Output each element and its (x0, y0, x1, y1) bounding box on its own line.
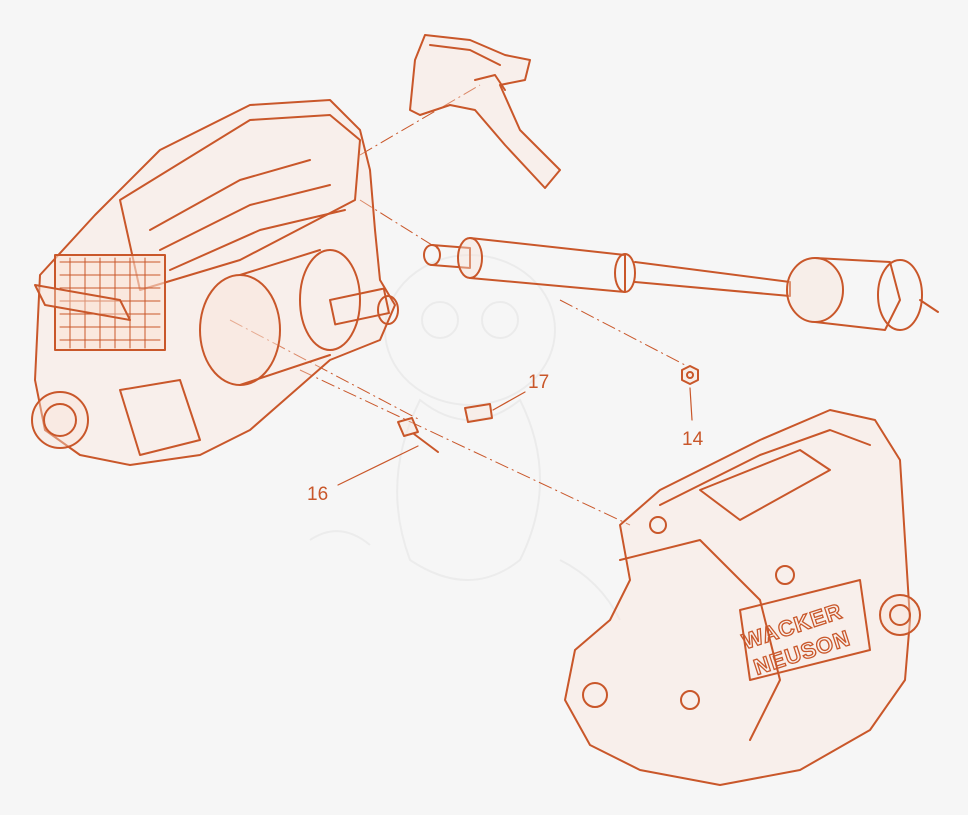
terminal-part-16 (337, 417, 439, 486)
lower-housing-cover (564, 409, 921, 786)
motor-housing-assembly (31, 99, 399, 466)
callout-number-16: 16 (307, 484, 328, 505)
clip-part-17 (464, 391, 526, 423)
alignment-lines (229, 84, 686, 526)
nut-part-14 (681, 365, 699, 421)
rotor-shaft-assembly (423, 237, 939, 331)
callout-number-17: 17 (528, 372, 549, 393)
handle-cover (409, 34, 561, 189)
callout-number-14: 14 (682, 429, 704, 450)
